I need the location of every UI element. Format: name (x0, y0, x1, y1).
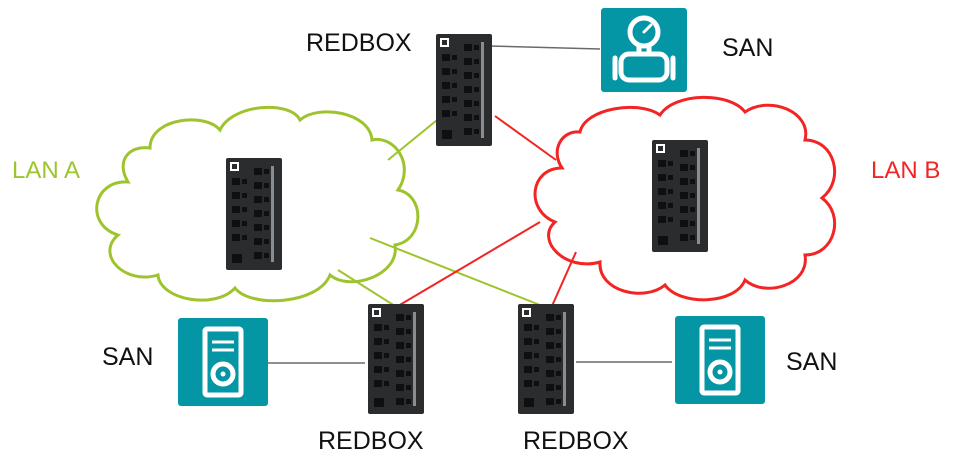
lan-a-links (337, 115, 546, 308)
san-top-label: SAN (722, 34, 774, 62)
computer-tower-icon (202, 326, 244, 398)
san-right-label: SAN (786, 348, 838, 376)
san-left-tile (178, 318, 268, 406)
lan-a-cloud (95, 105, 420, 303)
lan-b-links (397, 115, 577, 307)
lan-a-label: LAN A (12, 157, 81, 184)
redbox-top-label: REDBOX (306, 29, 412, 57)
redbox-bottom-right-label: REDBOX (523, 427, 629, 455)
lan-a-device (226, 158, 282, 270)
san-top-tile (601, 8, 687, 92)
redbox-bottom-right-device (518, 304, 574, 414)
san-right-tile (675, 316, 765, 404)
redbox-bottom-left-label: REDBOX (318, 427, 424, 455)
lan-b-label: LAN B (871, 157, 941, 184)
flow-meter-icon (612, 15, 676, 83)
redbox-bottom-left-device (368, 304, 424, 414)
redbox-top-device (436, 34, 492, 146)
san-left-label: SAN (102, 343, 154, 371)
computer-tower-icon (699, 324, 741, 396)
lan-b-device (652, 140, 708, 252)
san-links (262, 45, 672, 364)
lan-b-cloud (533, 95, 837, 302)
